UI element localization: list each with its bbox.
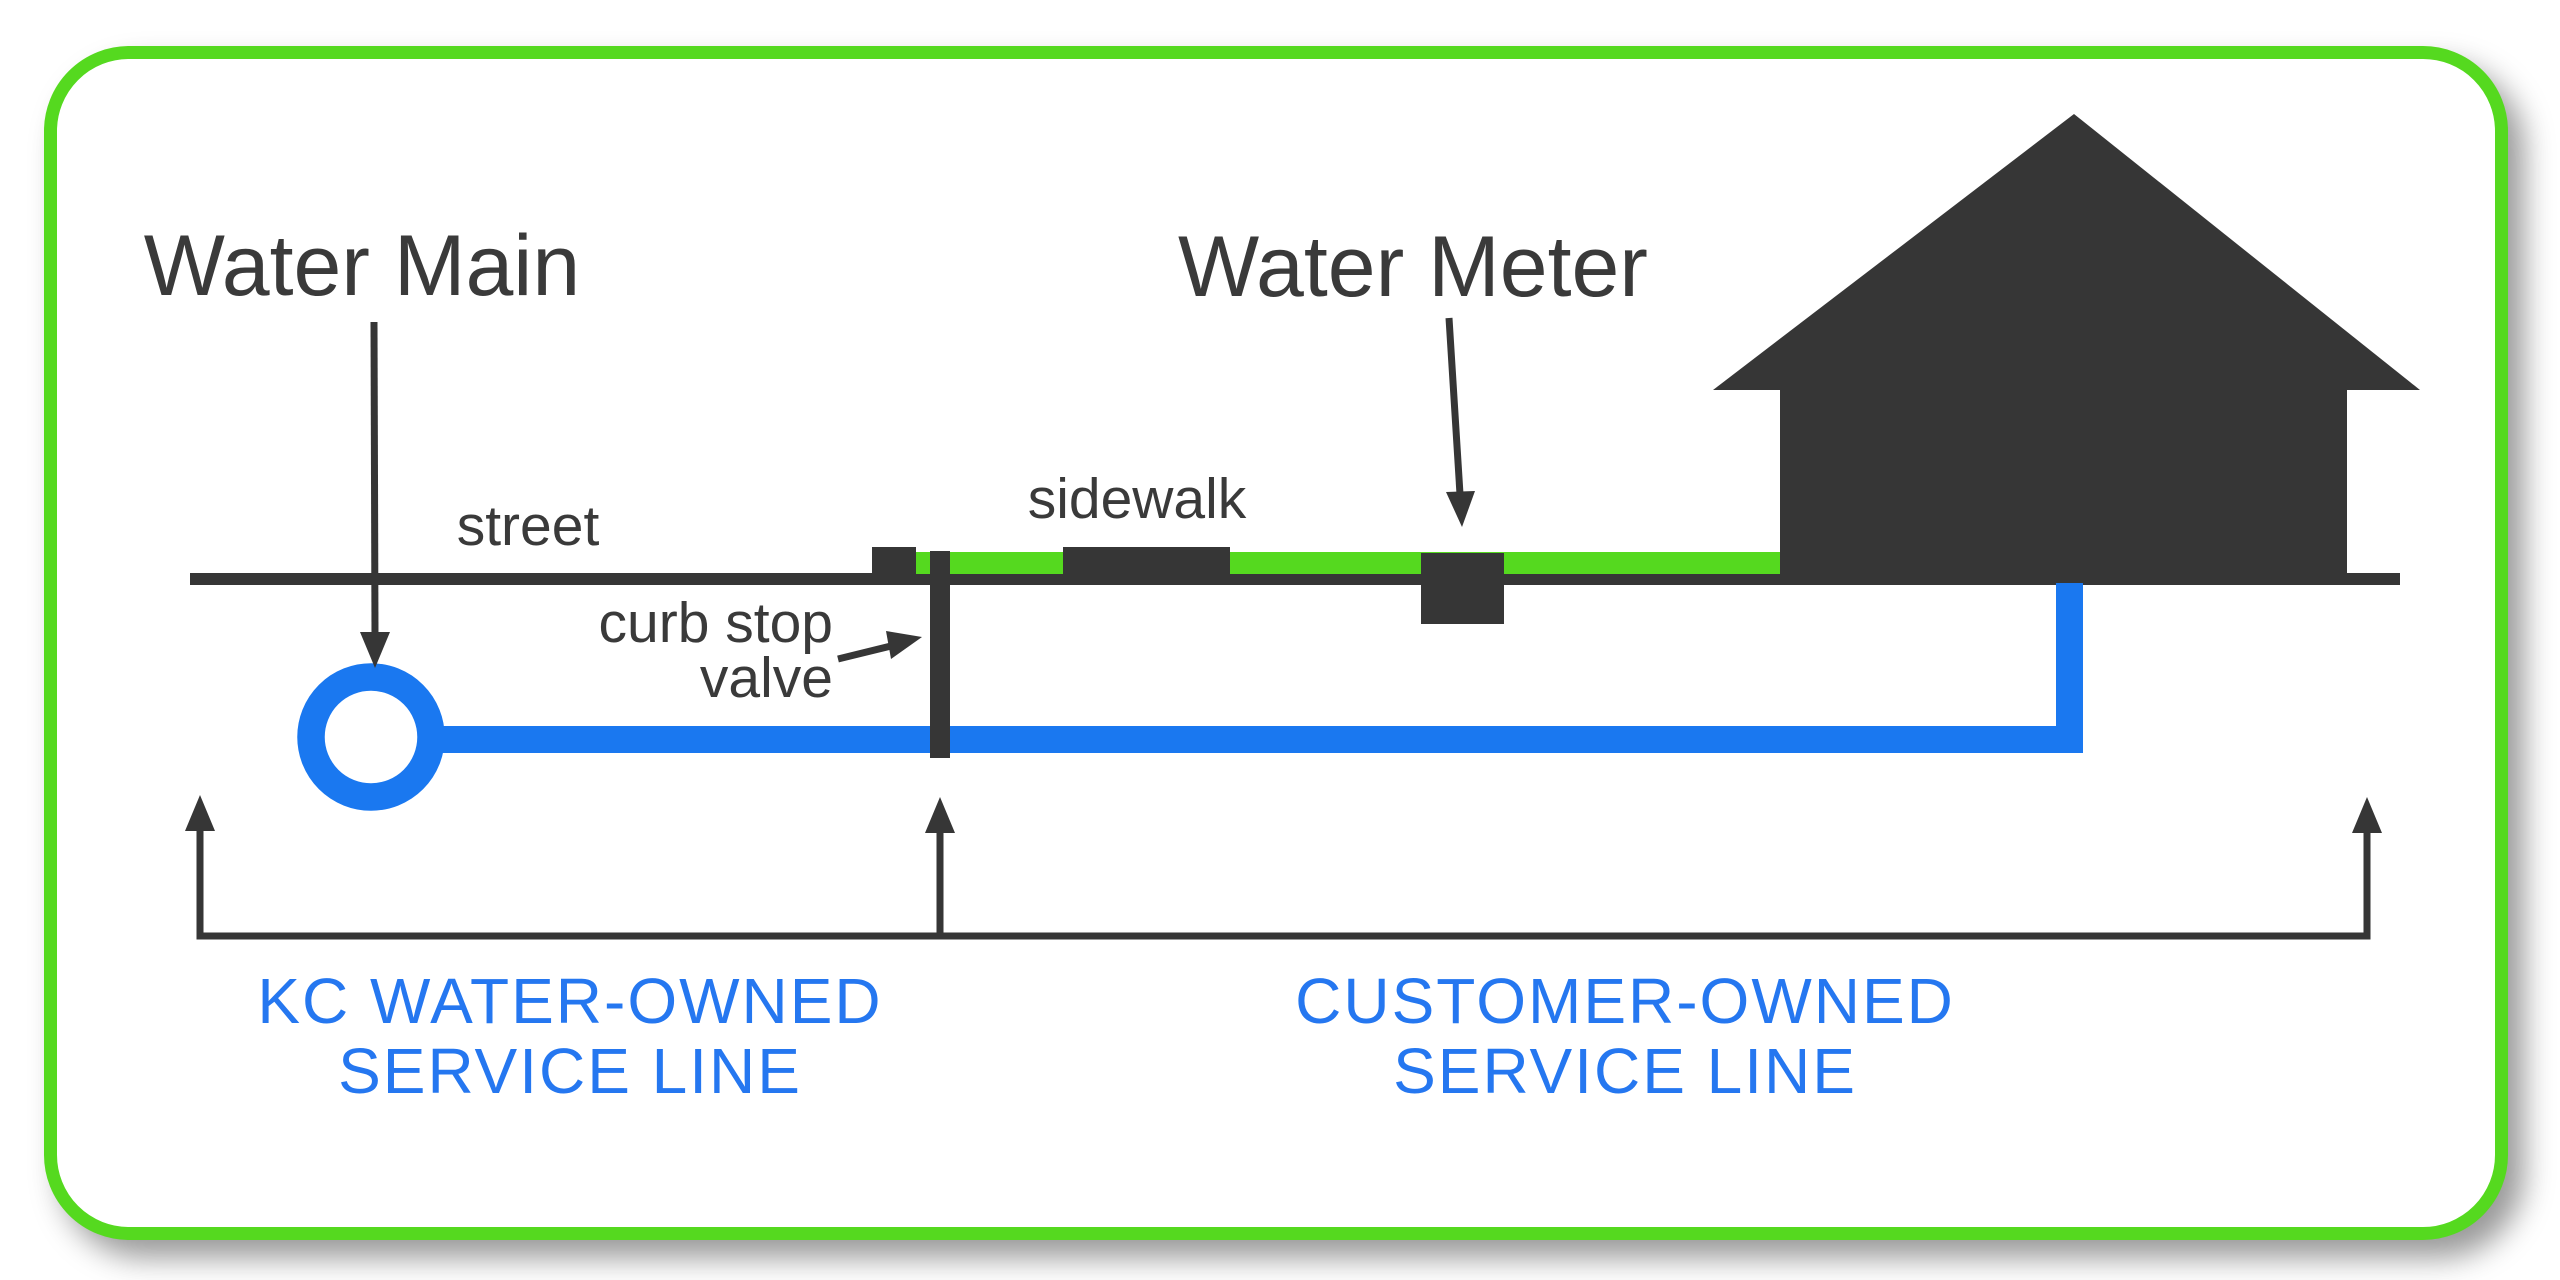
house-roof bbox=[1713, 114, 2420, 390]
water-main-ring bbox=[297, 663, 445, 811]
service-pipe-riser bbox=[2056, 583, 2083, 753]
water-main-arrowhead-icon bbox=[360, 632, 390, 668]
curb-stop-label-line1: curb stop bbox=[599, 591, 833, 655]
curb-stop-arrowhead-icon bbox=[886, 631, 922, 659]
water-meter-arrow bbox=[1445, 317, 1464, 495]
sidewalk-label: sidewalk bbox=[1028, 467, 1247, 531]
water-meter-label: Water Meter bbox=[1178, 219, 1648, 315]
water-meter-box bbox=[1421, 553, 1504, 624]
water-main-arrow bbox=[370, 321, 379, 637]
bracket-middle-arrowhead-icon bbox=[925, 797, 955, 833]
water-main-label: Water Main bbox=[144, 218, 580, 314]
customer-owned-label-line1: CUSTOMER-OWNED bbox=[1295, 965, 1955, 1037]
sidewalk-slab-block bbox=[1063, 547, 1230, 574]
curb-stop-valve-bar bbox=[930, 551, 950, 758]
bracket-left-arrowhead-icon bbox=[185, 795, 215, 831]
curb-stop-arrow bbox=[837, 641, 896, 663]
water-meter-arrowhead-icon bbox=[1446, 491, 1475, 527]
curb-block bbox=[872, 547, 916, 574]
curb-stop-label-line2: valve bbox=[700, 646, 833, 710]
service-pipe-horizontal bbox=[435, 726, 2083, 753]
kc-owned-label-line1: KC WATER-OWNED bbox=[257, 965, 882, 1037]
sidewalk-strip bbox=[915, 552, 1781, 574]
ownership-bracket bbox=[196, 822, 2371, 940]
kc-owned-label-line2: SERVICE LINE bbox=[338, 1035, 802, 1107]
street-label: street bbox=[457, 494, 600, 558]
customer-owned-label-line2: SERVICE LINE bbox=[1393, 1035, 1857, 1107]
bracket-right-arrowhead-icon bbox=[2352, 797, 2382, 833]
house-body bbox=[1780, 388, 2347, 581]
